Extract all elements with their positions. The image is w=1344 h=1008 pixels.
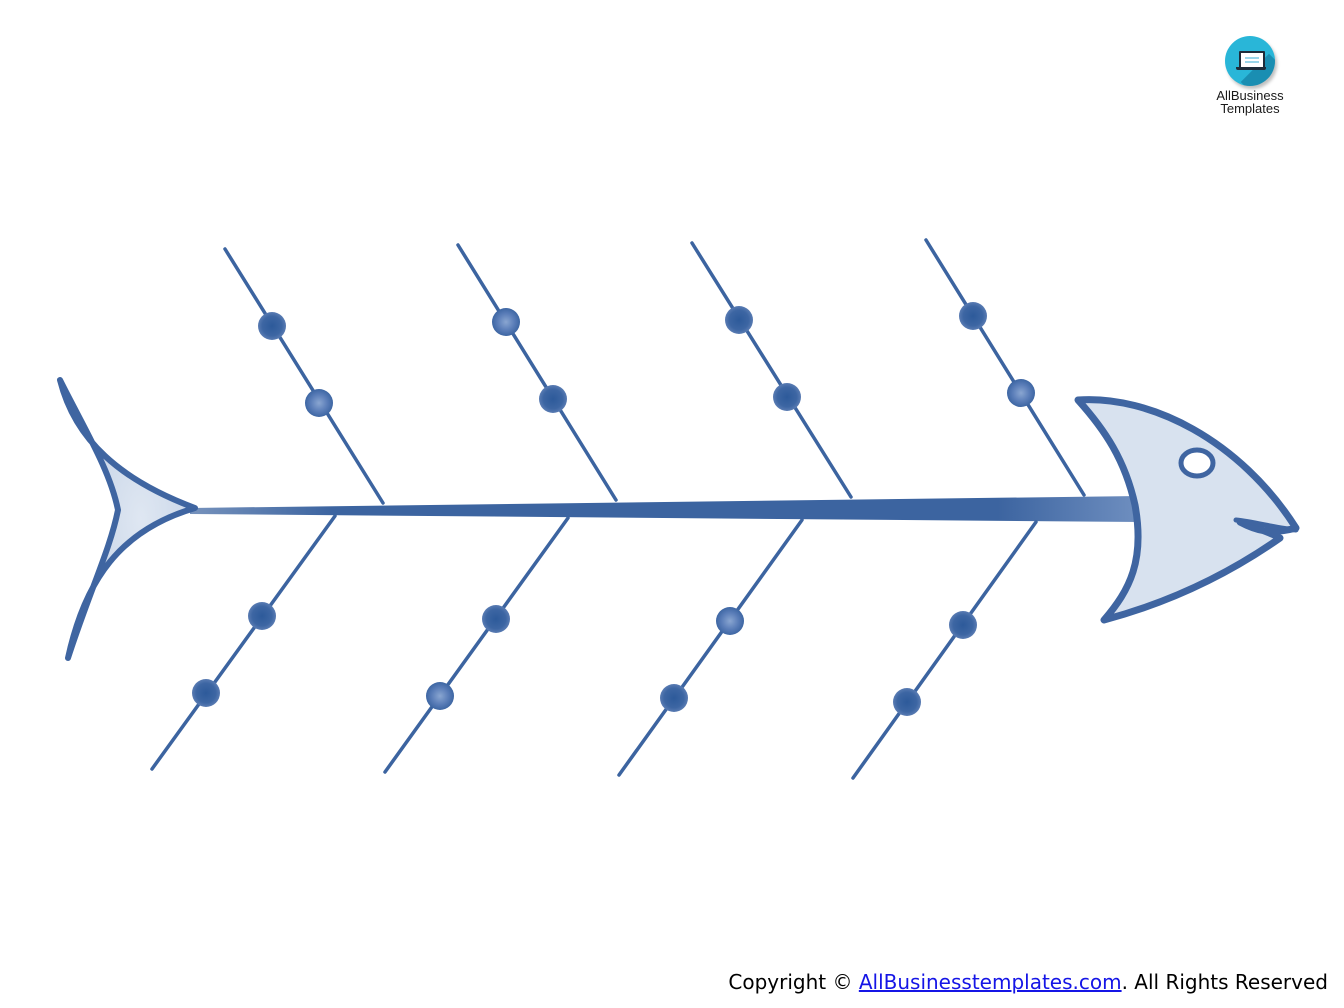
top-branch-2-node-2 xyxy=(539,385,567,413)
logo-name-line1: AllBusiness xyxy=(1216,88,1284,103)
fishbone-branches xyxy=(150,238,1086,780)
fish-head xyxy=(1074,396,1300,624)
copyright-prefix: Copyright © xyxy=(728,970,853,994)
bottom-branch-1 xyxy=(150,514,337,771)
bottom-branch-2 xyxy=(383,516,570,774)
top-branch-2-node-1 xyxy=(492,308,520,336)
top-branch-1-node-1 xyxy=(258,312,286,340)
top-branch-4-node-1 xyxy=(959,302,987,330)
bottom-branch-3 xyxy=(617,518,804,777)
bottom-branch-2-node-2 xyxy=(426,682,454,710)
copyright-suffix: . All Rights Reserved xyxy=(1121,970,1328,994)
top-branch-1 xyxy=(223,247,385,505)
allbusiness-templates-logo: AllBusiness Templates xyxy=(1204,36,1296,115)
top-branch-3-node-2 xyxy=(773,383,801,411)
logo-name-line2: Templates xyxy=(1220,101,1280,116)
top-branch-3-node-1 xyxy=(725,306,753,334)
fish-eye xyxy=(1178,447,1216,479)
bottom-branch-3-node-1 xyxy=(716,607,744,635)
bottom-branch-4-node-1 xyxy=(949,611,977,639)
allbusinesstemplates-link[interactable]: AllBusinesstemplates.com xyxy=(858,970,1122,994)
laptop-icon xyxy=(1225,36,1275,86)
bottom-branch-3-node-2 xyxy=(660,684,688,712)
top-branch-1-node-2 xyxy=(305,389,333,417)
top-branch-4-node-2 xyxy=(1007,379,1035,407)
fish-mouth xyxy=(1233,517,1299,533)
logo-name: AllBusiness Templates xyxy=(1204,89,1296,115)
fishbone-nodes xyxy=(192,302,1035,716)
bottom-branch-1-node-1 xyxy=(248,602,276,630)
fish-tail xyxy=(57,377,198,661)
bottom-branch-1-node-2 xyxy=(192,679,220,707)
top-branch-4 xyxy=(924,238,1086,497)
bottom-branch-4-node-2 xyxy=(893,688,921,716)
fish-spine xyxy=(190,496,1140,522)
top-branch-2 xyxy=(456,243,618,502)
copyright-footer: Copyright © AllBusinesstemplates.com. Al… xyxy=(728,970,1328,994)
bottom-branch-4 xyxy=(851,520,1038,780)
top-branch-3 xyxy=(690,241,853,499)
bottom-branch-2-node-1 xyxy=(482,605,510,633)
